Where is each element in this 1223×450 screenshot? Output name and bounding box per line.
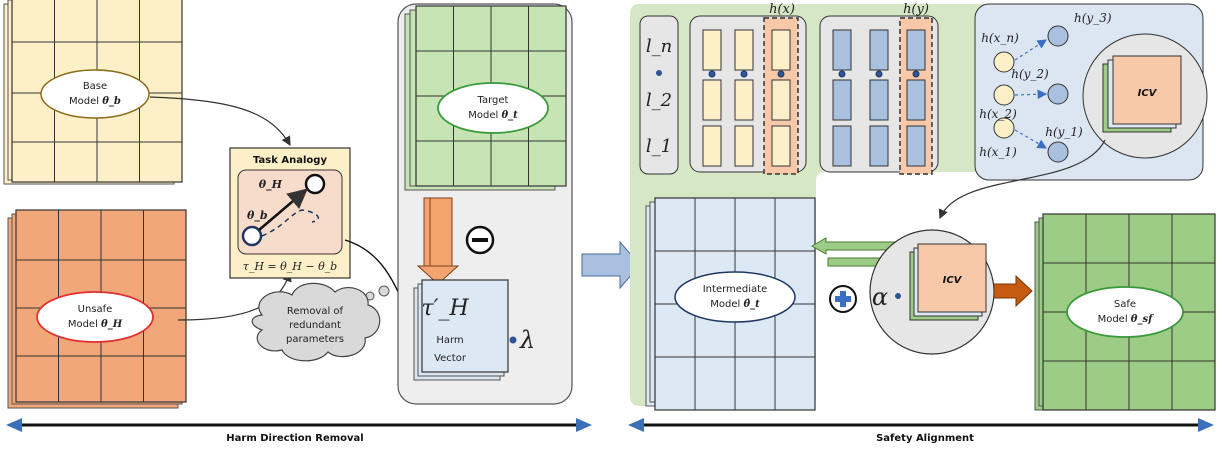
hidden-hy-label: h(y) bbox=[903, 2, 929, 17]
target-model-label-bubble bbox=[437, 82, 549, 134]
network-block-y bbox=[819, 15, 939, 175]
neuron-column-x1 bbox=[702, 29, 722, 167]
target-model-symbol: θ_t bbox=[501, 110, 518, 121]
input-node-2 bbox=[993, 84, 1015, 106]
target-model-line2: Model θ_t bbox=[468, 110, 518, 121]
alpha-icv: ICV α bbox=[869, 229, 995, 355]
target-model-stack: Target Model θ_t bbox=[404, 5, 567, 191]
icv-panel: h(x_n) h(x_2) h(x_1) h(y_3) h(y_2) h(y_1… bbox=[974, 3, 1208, 181]
icv-input-1: h(x_1) bbox=[979, 145, 1017, 159]
base-model-line2: Model θ_b bbox=[69, 96, 121, 107]
safe-model-line1: Safe bbox=[1114, 299, 1136, 310]
unsafe-model-symbol: θ_H bbox=[101, 319, 123, 330]
theta-b-node bbox=[241, 225, 263, 247]
network-block-x bbox=[689, 15, 807, 175]
base-model-stack: Base Model θ_b bbox=[3, 0, 183, 185]
cloud-line1: Removal of bbox=[287, 306, 344, 317]
neuron-column-x3 bbox=[771, 29, 791, 167]
unsafe-model-line2: Model θ_H bbox=[68, 319, 123, 330]
safe-model-stack: Safe Model θ_sf bbox=[1034, 213, 1216, 411]
layer-l2: l_2 bbox=[646, 90, 672, 111]
lambda-symbol: λ bbox=[519, 326, 535, 354]
target-model-word: Model bbox=[468, 110, 498, 121]
harm-vector-box: τ′_H Harm Vector bbox=[413, 279, 509, 381]
unsafe-model-stack: Unsafe Model θ_H bbox=[7, 209, 187, 409]
output-node-1 bbox=[1047, 141, 1069, 163]
unsafe-model-line1: Unsafe bbox=[78, 304, 113, 315]
output-node-3 bbox=[1047, 25, 1069, 47]
base-model-word: Model bbox=[69, 96, 99, 107]
arrow-base-to-analogy bbox=[149, 96, 291, 147]
task-analogy-equation: τ_H = θ_H − θ_b bbox=[243, 260, 337, 273]
unsafe-model-label-bubble bbox=[36, 291, 154, 343]
safe-model-word: Model bbox=[1098, 314, 1128, 325]
analogy-vector-arrow bbox=[258, 188, 308, 231]
flow-arrow-to-safe bbox=[993, 274, 1033, 308]
analogy-dashed-path bbox=[261, 209, 320, 237]
theta-h-node bbox=[304, 173, 326, 195]
safety-alignment-label: Safety Alignment bbox=[876, 433, 974, 444]
alpha-icv-label: ICV bbox=[943, 275, 963, 286]
input-node-1 bbox=[993, 117, 1015, 139]
alpha-symbol: α bbox=[872, 283, 888, 311]
safe-model-line2: Model θ_sf bbox=[1098, 314, 1155, 325]
unsafe-model-word: Model bbox=[68, 319, 98, 330]
harm-direction-bar: Harm Direction Removal bbox=[6, 418, 592, 445]
intermediate-model-word: Model bbox=[710, 299, 740, 310]
safe-model-label-bubble bbox=[1066, 286, 1184, 338]
intermediate-model-stack: Intermediate Model θ̂_t bbox=[645, 197, 816, 411]
harm-vector-line2: Vector bbox=[434, 353, 467, 364]
task-analogy-box: Task Analogy θ_H θ_b τ_H = θ_H − θ_b bbox=[229, 147, 351, 279]
base-model-symbol: θ_b bbox=[102, 96, 121, 107]
minus-operator bbox=[465, 225, 495, 255]
icv-panel-label: ICV bbox=[1138, 88, 1158, 99]
icv-output-3: h(y_3) bbox=[1074, 11, 1112, 25]
layer-l1: l_1 bbox=[646, 136, 672, 157]
base-model-line1: Base bbox=[83, 81, 107, 92]
target-model-line1: Target bbox=[477, 95, 509, 106]
layer-ln: l_n bbox=[646, 36, 672, 57]
target-down-arrow bbox=[416, 197, 460, 285]
intermediate-model-line2: Model θ̂_t bbox=[710, 299, 760, 310]
icv-input-2: h(x_2) bbox=[979, 107, 1017, 121]
harm-vector-line1: Harm bbox=[436, 335, 463, 346]
neuron-column-y1 bbox=[832, 29, 852, 167]
cloud-line3: parameters bbox=[286, 334, 344, 345]
intermediate-model-symbol: θ̂_t bbox=[743, 299, 760, 310]
cloud-line2: redundant bbox=[289, 320, 341, 331]
layer-labels: l_n l_2 l_1 bbox=[639, 15, 679, 175]
icv-output-1: h(y_1) bbox=[1045, 125, 1083, 139]
intermediate-model-label-bubble bbox=[674, 271, 796, 323]
task-analogy-theta-b: θ_b bbox=[247, 209, 268, 223]
icv-input-n: h(x_n) bbox=[981, 31, 1019, 45]
task-analogy-theta-h: θ_H bbox=[259, 178, 283, 192]
harm-vector-symbol: τ′_H bbox=[421, 296, 469, 321]
redundancy-cloud: Removal of redundant parameters bbox=[251, 282, 390, 362]
base-model-label-bubble bbox=[40, 69, 150, 119]
output-node-2 bbox=[1047, 83, 1069, 105]
plus-operator bbox=[829, 285, 857, 313]
intermediate-model-line1: Intermediate bbox=[703, 284, 768, 295]
harm-direction-label: Harm Direction Removal bbox=[226, 433, 363, 444]
hidden-hx-label: h(x) bbox=[769, 2, 795, 17]
safety-alignment-bar: Safety Alignment bbox=[628, 418, 1214, 445]
icv-output-2: h(y_2) bbox=[1011, 67, 1049, 81]
task-analogy-title: Task Analogy bbox=[253, 155, 327, 166]
neuron-column-y3 bbox=[906, 29, 926, 167]
input-node-n bbox=[993, 51, 1015, 73]
safe-model-symbol: θ_sf bbox=[1131, 314, 1154, 325]
arrow-icv-to-alpha bbox=[938, 139, 1106, 220]
lambda-dot bbox=[509, 336, 517, 344]
neuron-column-x2 bbox=[734, 29, 754, 167]
neuron-column-y2 bbox=[869, 29, 889, 167]
